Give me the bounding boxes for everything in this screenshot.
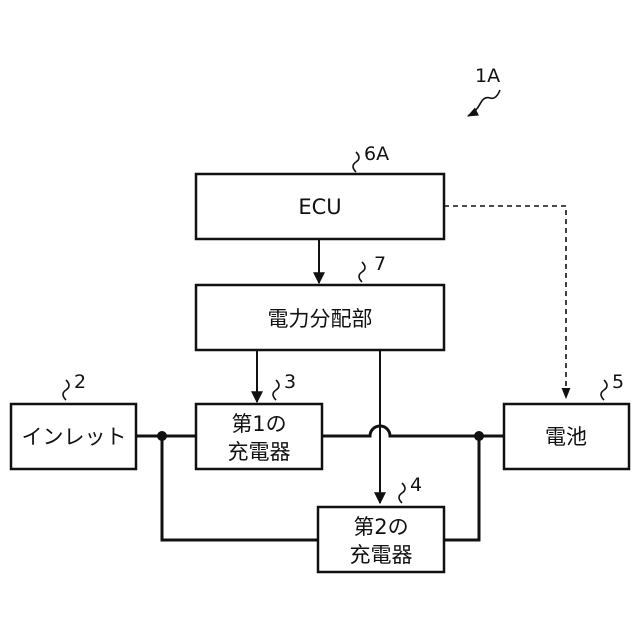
ecu-label: ECU	[298, 195, 341, 219]
junction-dot-left	[157, 431, 167, 441]
charger1-ref-lead	[273, 380, 279, 400]
charger2-ref-lead	[399, 483, 405, 503]
block-distributor: 電力分配部	[196, 285, 444, 350]
block-ecu: ECU	[196, 174, 444, 239]
figure-ref-label: 1A	[475, 65, 500, 87]
charger2-line1: 第2の	[353, 515, 408, 539]
block-charger2: 第2の 充電器	[318, 507, 444, 572]
figure-ref-arrow	[468, 90, 500, 116]
block-charger1: 第1の 充電器	[196, 404, 322, 469]
charger1-ref: 3	[284, 371, 296, 393]
junction-dot-right	[474, 431, 484, 441]
block-battery: 電池	[504, 404, 629, 469]
inlet-ref-lead	[63, 380, 69, 400]
charger1-line2: 充電器	[228, 440, 291, 464]
charger2-ref: 4	[410, 474, 422, 496]
battery-ref-lead	[601, 380, 607, 400]
inlet-label: インレット	[22, 425, 127, 449]
dashed-ecu-to-battery	[444, 206, 566, 398]
distributor-label: 電力分配部	[268, 307, 373, 331]
battery-ref: 5	[612, 371, 624, 393]
inlet-ref: 2	[74, 371, 86, 393]
battery-label: 電池	[545, 425, 587, 449]
ecu-ref: 6A	[364, 143, 389, 165]
distributor-ref-lead	[359, 262, 365, 282]
block-inlet: インレット	[11, 404, 136, 469]
ecu-ref-lead	[353, 152, 359, 172]
charger2-line2: 充電器	[350, 543, 413, 567]
charger1-line1: 第1の	[231, 412, 286, 436]
distributor-ref: 7	[374, 253, 386, 275]
